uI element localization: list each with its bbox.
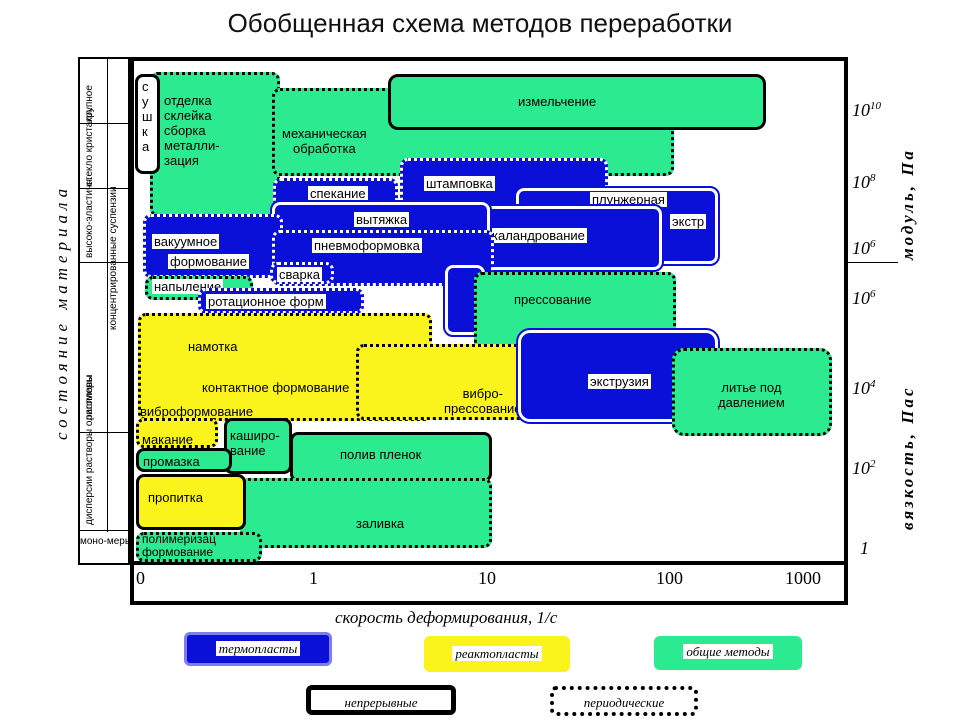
- right-axis-bottom-label: вязкость, Пас: [898, 385, 917, 530]
- pneumo-label: пневмоформовка: [312, 238, 422, 253]
- right-axis-top-label: модуль, Па: [898, 148, 917, 260]
- film-casting-label: полив пленок: [340, 447, 422, 462]
- legend-reactoplast: реактопласты: [424, 636, 570, 672]
- state-label: дисперсии растворы олигомеры: [84, 375, 95, 525]
- x-tick: 1000: [785, 568, 821, 588]
- x-tick: 100: [656, 568, 683, 588]
- vibropress-box: [356, 344, 544, 420]
- x-axis-frame: [130, 565, 848, 605]
- polymerization-box: [136, 532, 262, 562]
- state-label: высоко-эластичн.: [84, 176, 95, 258]
- state-label: моно-меры: [80, 536, 133, 547]
- finishing-box: [150, 72, 280, 217]
- legend-general: общие методы: [654, 636, 802, 670]
- chart-frame: [130, 57, 848, 565]
- injection-label: литье под давлением: [718, 380, 785, 410]
- winding-label: намотка: [188, 339, 238, 354]
- right-tick: 108: [852, 172, 876, 192]
- right-tick: 102: [852, 458, 876, 478]
- impregnation-label: пропитка: [148, 490, 203, 505]
- state-panel: [78, 57, 130, 565]
- drawing-label: вытяжка: [354, 212, 410, 227]
- pouring-label: заливка: [356, 516, 405, 531]
- legend-periodic: периодические: [550, 686, 698, 716]
- right-tick: 1010: [852, 100, 881, 120]
- forming-label: формование: [168, 254, 249, 269]
- right-tick: 1: [860, 538, 869, 558]
- rotational-label: ротационное форм: [206, 294, 326, 309]
- vacuum-label: вакуумное: [152, 234, 220, 249]
- x-tick: 10: [478, 568, 496, 588]
- right-tick: 104: [852, 378, 876, 398]
- drying-box: [135, 74, 160, 174]
- pouring-box: [240, 478, 492, 548]
- welding-label: сварка: [277, 267, 322, 282]
- dipping-label: макание: [142, 432, 194, 447]
- legend-continuous: непрерывные: [306, 685, 456, 715]
- page-title: Обобщенная схема методов переработки: [227, 8, 733, 38]
- finishing-label: отделка склейка сборка металли- зация: [164, 93, 220, 168]
- grinding-label: измельчение: [518, 94, 597, 109]
- x-tick: 1: [309, 568, 318, 588]
- sintering-label: спекание: [308, 186, 368, 201]
- state-label: стекло кристалл.: [84, 107, 95, 186]
- coating-box: [136, 448, 232, 472]
- extrusion-label: экструзия: [588, 374, 651, 389]
- dipping-box: [136, 418, 218, 448]
- calendering-label: каландрование: [490, 228, 587, 243]
- laminating-label: каширо- вание: [230, 428, 280, 458]
- left-axis-label: состояние материала: [52, 183, 71, 440]
- right-tick: 106: [852, 238, 876, 258]
- x-axis-label: скорость деформирования, 1/с: [335, 608, 558, 627]
- polymerization-label: полимеризац формование: [142, 532, 216, 559]
- stamping-label: штамповка: [424, 176, 495, 191]
- vibropress-label: вибро- прессование: [444, 386, 522, 416]
- legend-thermoplast: термопласты: [184, 632, 332, 666]
- machining-label: механическая обработка: [282, 126, 367, 156]
- x-tick: 0: [136, 568, 145, 588]
- drying-label: сушка: [142, 79, 153, 154]
- state-label: концентрированные суспензии: [108, 186, 119, 330]
- injection-box: [672, 348, 832, 436]
- impregnation-box: [136, 474, 246, 530]
- pressing-label: прессование: [514, 292, 592, 307]
- film-casting-box: [290, 432, 492, 482]
- grinding-box: [388, 74, 766, 130]
- vibroforming-label: виброформование: [140, 404, 254, 419]
- coating-label: промазка: [143, 454, 200, 469]
- extr-label: экстр: [670, 214, 707, 229]
- plunger-label: плунжерная: [590, 192, 667, 207]
- contact-label: контактное формование: [202, 380, 350, 395]
- right-tick: 106: [852, 288, 876, 308]
